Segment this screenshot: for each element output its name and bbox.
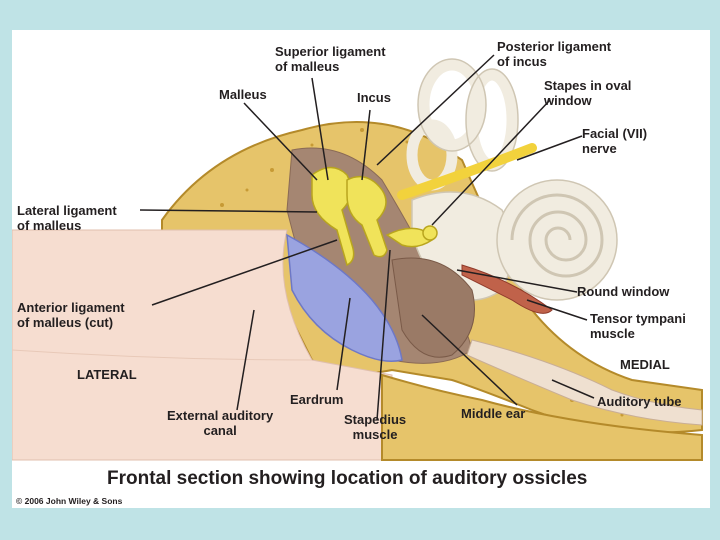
figure-caption: Frontal section showing location of audi… bbox=[107, 468, 588, 489]
slide: Superior ligament of malleus Posterior l… bbox=[12, 30, 710, 508]
auditory-tube-shape bbox=[466, 339, 703, 426]
label-lateral: LATERAL bbox=[77, 367, 137, 382]
eardrum bbox=[286, 233, 403, 362]
label-posterior-ligament: Posterior ligament of incus bbox=[497, 39, 612, 69]
label-tensor-tympani: Tensor tympani muscle bbox=[590, 311, 686, 341]
lower-bone bbox=[381, 373, 703, 461]
cochlea bbox=[496, 179, 618, 301]
pointer-lines bbox=[139, 54, 595, 421]
label-incus: Incus bbox=[357, 90, 391, 105]
label-superior-ligament: Superior ligament of malleus bbox=[275, 44, 386, 74]
facial-nerve bbox=[397, 143, 537, 200]
label-stapes: Stapes in oval window bbox=[544, 78, 632, 108]
ear-anatomy-illustration bbox=[12, 54, 703, 461]
external-auditory-canal bbox=[12, 229, 393, 461]
copyright-notice: © 2006 John Wiley & Sons bbox=[16, 496, 123, 506]
label-facial-nerve: Facial (VII) nerve bbox=[582, 126, 648, 156]
label-external-canal: External auditory canal bbox=[167, 408, 274, 438]
malleus-shape bbox=[311, 166, 355, 267]
label-lateral-ligament: Lateral ligament of malleus bbox=[17, 203, 117, 233]
label-medial: MEDIAL bbox=[620, 357, 670, 372]
ossicles bbox=[311, 166, 438, 267]
incus-shape bbox=[346, 175, 388, 258]
label-round-window: Round window bbox=[577, 284, 670, 299]
label-middle-ear: Middle ear bbox=[461, 406, 526, 421]
label-eardrum: Eardrum bbox=[290, 392, 344, 407]
label-malleus: Malleus bbox=[219, 87, 267, 102]
label-auditory-tube: Auditory tube bbox=[597, 394, 682, 409]
label-stapedius: Stapedius muscle bbox=[344, 412, 407, 442]
middle-ear-floor bbox=[391, 257, 475, 358]
label-anterior-ligament: Anterior ligament of malleus (cut) bbox=[17, 300, 125, 330]
